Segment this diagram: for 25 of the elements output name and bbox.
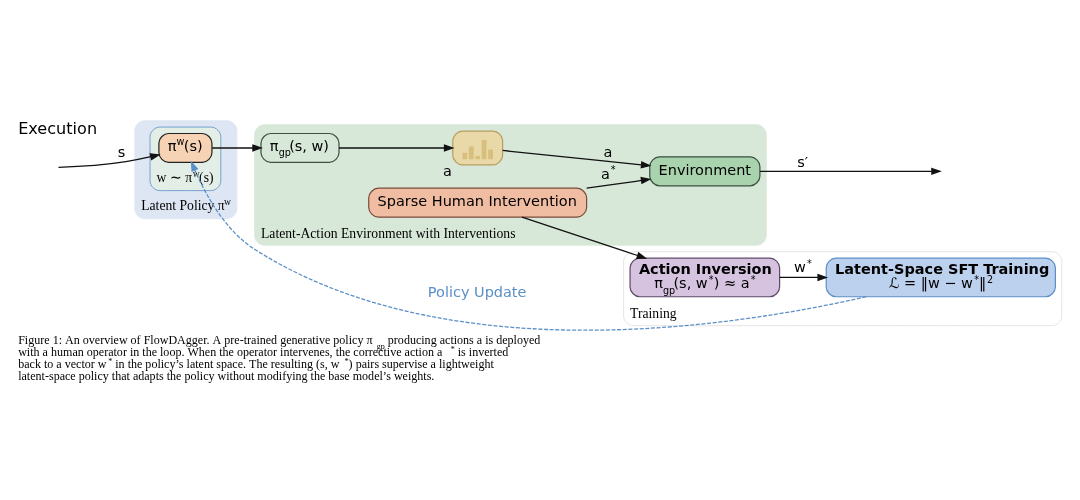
edge-label: s′ — [797, 153, 809, 170]
arrow — [502, 149, 652, 168]
caption: Figure 1: An overview of FlowDAgger. A pre-trained generative policy π$_{gp}$ producing actions a is deployed with a human operator in the loop. When the operator intervenes, the corrective action a$^{*}$ is inverted back to a vector w$^{*}$ in the policy’s latent space. The resulting (s, w$^{*}$) pairs supervise a lightweight latent-space policy that adapts the policy without modifying the base model’s weights. — [18, 332, 541, 383]
edge-label: Policy Update — [427, 283, 527, 300]
node-box: π$^{w}$(s) — [158, 132, 213, 163]
arrow — [338, 143, 455, 152]
arrow — [586, 176, 652, 189]
node-box: Environment — [649, 155, 761, 186]
edge-label: a$^{*}$ — [601, 163, 616, 182]
node-box: Latent-Space SFT Training ℒ = ‖w − w$^{*}$‖$^{2}$ — [825, 257, 1056, 297]
node-box: Sparse Human Intervention — [368, 187, 588, 218]
edge-label: w$^{*}$ — [794, 257, 812, 275]
label: Execution — [18, 118, 98, 138]
arrow — [521, 216, 648, 259]
picture — [452, 130, 504, 165]
arrow — [779, 273, 829, 281]
node-box: Action Inversion π$_{gp}$(s, w$^{*}$) ≈ a$^{*}$ — [629, 257, 781, 297]
arrow — [211, 143, 263, 152]
arrow — [759, 167, 942, 175]
arrow — [190, 160, 867, 331]
edge-label: s — [117, 143, 126, 160]
arrow — [57, 152, 161, 168]
edge-label: a — [603, 143, 613, 160]
node-box: π$_{gp}$(s, w) — [260, 132, 340, 163]
node-label: a — [443, 162, 452, 179]
